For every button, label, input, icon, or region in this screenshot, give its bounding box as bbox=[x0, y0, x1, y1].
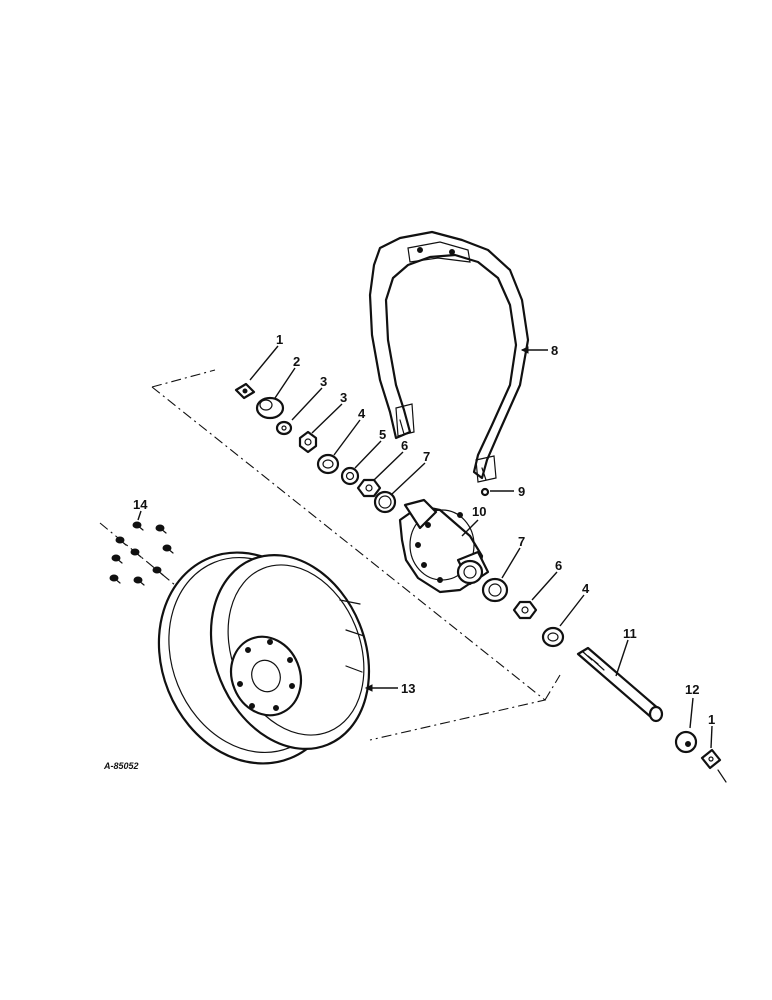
callout-7b: 7 bbox=[518, 534, 525, 549]
callout-4b: 4 bbox=[582, 581, 590, 596]
leader-4a bbox=[333, 419, 361, 456]
part-1-nut bbox=[234, 382, 256, 400]
part-12-cap bbox=[674, 730, 698, 754]
callout-1: 1 bbox=[276, 332, 283, 347]
leader-3b bbox=[311, 403, 343, 434]
leader-3a bbox=[291, 387, 323, 421]
part-4-seal bbox=[316, 453, 340, 475]
assembly-phantom-line bbox=[99, 369, 561, 741]
part-5-bearing-cone bbox=[340, 466, 360, 486]
callout-7a: 7 bbox=[423, 449, 430, 464]
callout-8: 8 bbox=[551, 343, 558, 358]
part-1-nut-right bbox=[700, 748, 727, 783]
callout-12: 12 bbox=[685, 682, 699, 697]
callout-3b: 3 bbox=[340, 390, 347, 405]
callout-9: 9 bbox=[518, 484, 525, 499]
callout-11: 11 bbox=[623, 626, 637, 641]
callout-1b: 1 bbox=[708, 712, 715, 727]
leader-1 bbox=[249, 345, 279, 381]
part-10-hub bbox=[398, 498, 490, 594]
leader-6a bbox=[373, 451, 404, 481]
leader-2 bbox=[274, 367, 296, 399]
drawing-code: A-85052 bbox=[103, 761, 139, 771]
part-7-bearing-cup bbox=[373, 490, 397, 514]
leader-14 bbox=[137, 510, 142, 521]
callout-3a: 3 bbox=[320, 374, 327, 389]
leader-7a bbox=[391, 462, 426, 495]
callout-6b: 6 bbox=[555, 558, 562, 573]
leader-12 bbox=[689, 697, 694, 729]
part-14-bolts bbox=[109, 521, 174, 586]
callout-13: 13 bbox=[401, 681, 415, 696]
callout-14: 14 bbox=[133, 497, 148, 512]
part-9-fitting bbox=[480, 487, 490, 497]
part-7-bearing-cup-right bbox=[481, 577, 509, 603]
callout-2: 2 bbox=[293, 354, 300, 369]
leader-4b bbox=[559, 594, 585, 627]
part-2-cap bbox=[255, 396, 285, 420]
part-3-nut-a bbox=[275, 420, 293, 436]
part-6-castle-nut bbox=[356, 478, 382, 498]
part-3-nut-b bbox=[298, 430, 318, 454]
leader-6b bbox=[531, 571, 558, 601]
leader-7b bbox=[501, 547, 521, 579]
part-13-wheel bbox=[157, 551, 371, 765]
part-8-fender-bracket bbox=[368, 230, 530, 483]
callout-4a: 4 bbox=[358, 406, 366, 421]
leader-11 bbox=[615, 639, 629, 677]
leader-5 bbox=[354, 440, 382, 469]
callout-6a: 6 bbox=[401, 438, 408, 453]
leader-1b bbox=[710, 725, 713, 749]
part-6-castle-nut-right bbox=[512, 600, 538, 620]
callout-10: 10 bbox=[472, 504, 486, 519]
part-11-spindle bbox=[576, 646, 664, 723]
callout-5: 5 bbox=[379, 427, 386, 442]
leader-10 bbox=[461, 519, 479, 537]
part-4-seal-right bbox=[541, 626, 565, 648]
